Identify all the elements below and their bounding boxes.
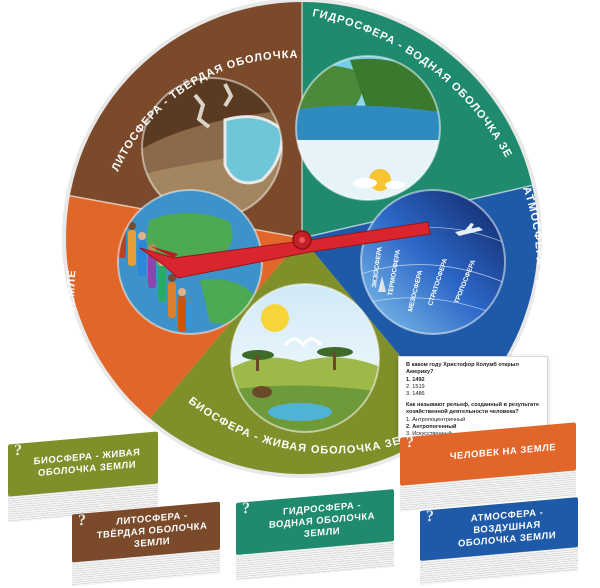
biosphere-illustration <box>231 284 379 432</box>
tree-icon <box>242 347 353 371</box>
question-mark-icon: ? <box>426 507 434 526</box>
deck-lithosphere-label: ЛИТОСФЕРА - ТВЁРДАЯ ОБОЛОЧКА ЗЕМЛИ <box>96 510 208 550</box>
deck-biosphere-label: БИОСФЕРА - ЖИВАЯ ОБОЛОЧКА ЗЕМЛИ <box>33 447 141 479</box>
question-mark-icon: ? <box>406 433 414 452</box>
deck-human[interactable]: ЧЕЛОВЕК НА ЗЕМЛЕ ? <box>400 422 576 512</box>
deck-hydrosphere[interactable]: ГИДРОСФЕРА - ВОДНАЯ ОБОЛОЧКА ЗЕМЛИ ? <box>236 489 394 581</box>
question-mark-icon: ? <box>242 499 250 518</box>
answer-2-2: 2. Антропогенный <box>406 423 457 430</box>
spinner-arrow[interactable] <box>139 221 431 279</box>
question-mark-icon: ? <box>78 511 86 530</box>
answer-1-3: 3. 1486 <box>406 390 425 397</box>
deck-hydrosphere-label: ГИДРОСФЕРА - ВОДНАЯ ОБОЛОЧКА ЗЕМЛИ <box>268 500 376 540</box>
answer-1-1: 1. 1492 <box>406 376 425 383</box>
bird-icon <box>283 337 323 348</box>
deck-lithosphere[interactable]: ЛИТОСФЕРА - ТВЁРДАЯ ОБОЛОЧКА ЗЕМЛИ ? <box>72 501 220 587</box>
airplane-icon <box>455 223 483 236</box>
question-2: Как называют рельеф, созданный в результ… <box>406 401 539 415</box>
deck-biosphere[interactable]: БИОСФЕРА - ЖИВАЯ ОБОЛОЧКА ЗЕМЛИ ? <box>8 431 158 523</box>
question-mark-icon: ? <box>14 441 22 460</box>
sun-icon <box>261 304 289 332</box>
deck-atmosphere-label: АТМОСФЕРА - ВОЗДУШНАЯ ОБОЛОЧКА ЗЕМЛИ <box>457 507 557 550</box>
deck-atmosphere[interactable]: АТМОСФЕРА - ВОЗДУШНАЯ ОБОЛОЧКА ЗЕМЛИ ? <box>420 497 578 585</box>
answer-1-2: 2. 1519 <box>406 383 425 390</box>
atmosphere-illustration <box>361 190 505 334</box>
deck-human-label: ЧЕЛОВЕК НА ЗЕМЛЕ <box>449 442 557 463</box>
question-1: В каком году Христофор Колумб открыл Аме… <box>406 362 519 375</box>
answer-2-1: 1. Антропоцентричный <box>406 416 466 423</box>
answer-2-3: 3. Искусственный <box>406 430 452 437</box>
